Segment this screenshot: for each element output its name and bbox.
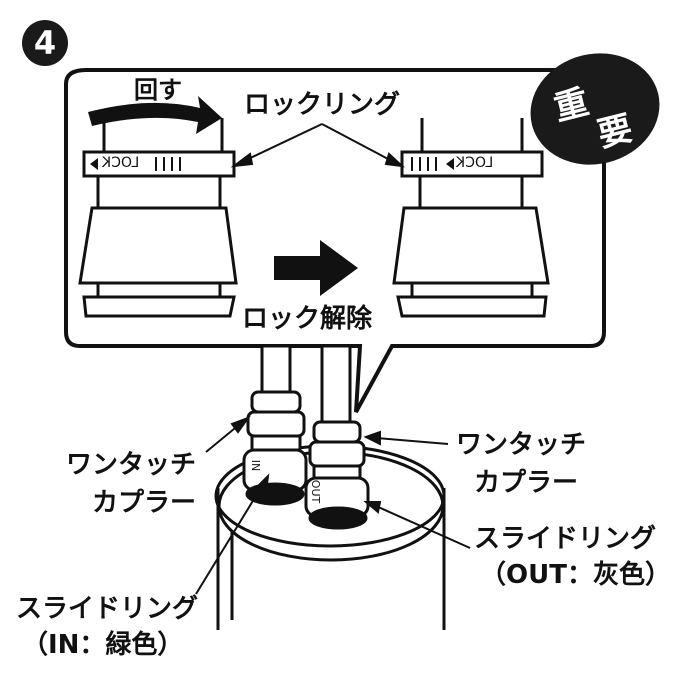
important-badge-line2: 要	[593, 108, 637, 156]
step-number-badge: 4	[22, 20, 68, 66]
important-badge-line1: 重	[550, 82, 593, 130]
left-slide-ring-label-line2: （IN：緑色）	[22, 630, 184, 660]
left-coupler-label-line1: ワンタッチ	[66, 450, 197, 480]
tubes	[260, 344, 352, 428]
right-coupler-label-line2: カプラー	[474, 468, 579, 498]
ring-text-left: LOCK	[102, 155, 140, 171]
coupler-out-port-label: OUT	[309, 479, 323, 504]
coupler-in-port-label: IN	[249, 459, 263, 472]
rotate-arrow	[88, 96, 222, 134]
lock-ring-leaders	[230, 123, 405, 168]
step-number: 4	[33, 24, 57, 62]
right-connector	[392, 118, 550, 318]
ring-text-right: LOCK	[456, 155, 494, 171]
rotate-label: 回す	[134, 76, 182, 104]
right-slide-ring-label-line1: スライドリング	[474, 524, 657, 554]
right-slide-ring-label-line2: （OUT：灰色）	[480, 560, 671, 590]
left-slide-ring-label-line1: スライドリング	[16, 594, 199, 624]
unlock-label: ロック解除	[242, 304, 373, 334]
annotation-leaders	[195, 415, 471, 595]
coupler-out	[304, 420, 370, 530]
transition-arrow	[274, 240, 358, 296]
right-coupler-label-line1: ワンタッチ	[456, 430, 587, 460]
coupler-in	[242, 390, 308, 506]
lock-ring-label: ロックリング	[244, 90, 401, 120]
left-connector	[78, 118, 238, 318]
left-coupler-label-line2: カプラー	[92, 488, 197, 518]
